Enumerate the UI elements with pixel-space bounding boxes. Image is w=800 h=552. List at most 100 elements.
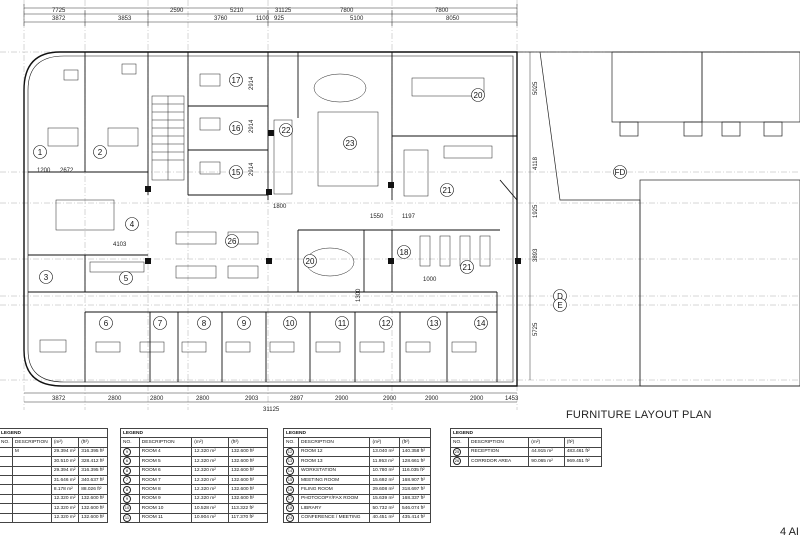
- room-number-label: 26: [228, 237, 237, 246]
- legend-cell: ROOM 6: [138, 465, 193, 476]
- legend-number-badge: 8: [123, 466, 131, 475]
- legend-cell: [0, 512, 13, 523]
- legend-cell: ROOM 9: [138, 493, 193, 505]
- structural-columns: [145, 130, 521, 264]
- legend-cell: 12.320 m²: [191, 474, 230, 486]
- legend-title-row: LEGEND: [450, 427, 602, 438]
- legend-header-cell: NO.: [283, 437, 299, 448]
- legend-cell: 546.074 ft²: [398, 503, 432, 514]
- legend-title-row: LEGEND: [120, 427, 268, 438]
- legend-title: LEGEND: [283, 427, 431, 438]
- dimension-label: 1300: [356, 288, 362, 302]
- legend-cell: 13.040 m²: [369, 446, 400, 458]
- room-number-label: 2: [98, 148, 103, 157]
- legend-cell: [0, 446, 13, 458]
- dimension-label: 31125: [275, 8, 292, 14]
- room-number-circle: [229, 73, 243, 87]
- room-number-label: 22: [282, 126, 291, 135]
- room-number-circle: [427, 316, 441, 330]
- dimension-label: 3872: [52, 396, 66, 402]
- legend-header-cell: DESCRIPTION: [138, 437, 193, 448]
- legend-cell: 113.322 ft²: [228, 503, 268, 514]
- exterior-walls: [23, 51, 518, 387]
- dimension-label: 1925: [533, 204, 539, 218]
- legend-header-cell: NO.: [120, 437, 140, 448]
- legend-cell: 7: [120, 474, 140, 486]
- legend-cell: 25: [449, 446, 470, 458]
- dimension-label: 1000: [423, 277, 437, 283]
- legend-cell: 9: [120, 446, 140, 458]
- legend-cell: 14: [283, 465, 299, 476]
- legend-cell: 6: [120, 456, 140, 467]
- legend-cell: 18: [283, 503, 299, 514]
- legend-number-badge: 25: [453, 447, 461, 456]
- legend-number-badge: 26: [453, 457, 461, 466]
- dimension-label: 3760: [214, 16, 228, 22]
- legend-number-badge: 18: [286, 504, 294, 513]
- room-number-circle: [343, 136, 357, 150]
- legend-header-row: NO.DESCRIPTION(m²)(ft²): [283, 437, 432, 448]
- legend-number-badge: 9: [123, 494, 131, 503]
- dimension-label: 1100: [256, 16, 270, 22]
- legend-cell: LIBRARY: [297, 503, 371, 514]
- room-number-label: 10: [286, 319, 295, 328]
- dimension-label: 2900: [335, 396, 349, 402]
- legend-title-row: LEGEND: [0, 427, 108, 438]
- room-number-label: 3: [44, 273, 49, 282]
- legend-cell: 29.394 m²: [50, 465, 80, 476]
- room-number-circle: [613, 165, 627, 179]
- dimension-label: 2897: [290, 396, 304, 402]
- dimension-label: 2900: [425, 396, 439, 402]
- room-number-circle: [229, 121, 243, 135]
- legend-cell: 316.395 ft²: [78, 446, 108, 458]
- legend-number-badge: 8: [123, 485, 131, 494]
- dimension-label: 7800: [435, 8, 449, 14]
- room-number-circle: [440, 183, 454, 197]
- room-number-circle: [237, 316, 251, 330]
- legend-number-badge: 17: [286, 494, 294, 503]
- legend-number-badge: 24: [286, 513, 294, 522]
- dimension-label: 31125: [263, 407, 280, 413]
- legend-cell: 11.953 m²: [369, 456, 400, 467]
- room-number-circle: [33, 145, 47, 159]
- legend-cell: 132.600 ft²: [78, 493, 108, 505]
- legend-cell: 13: [283, 456, 299, 467]
- legend-header-cell: (ft²): [228, 437, 268, 448]
- room-number-circle: [279, 123, 293, 137]
- legend-cell: 15.639 m²: [369, 493, 400, 505]
- legend-cell: 88.026 ft²: [78, 484, 108, 495]
- legend-cell: [0, 493, 13, 505]
- legend-cell: PHOTOCOPY/FAX ROOM: [297, 493, 371, 505]
- dimension-label: 2800: [196, 396, 210, 402]
- dimension-label: 2900: [383, 396, 397, 402]
- legend-cell: 8: [120, 465, 140, 476]
- room-number-circle: [474, 316, 488, 330]
- legend-cell: 8.178 m²: [50, 484, 80, 495]
- dimension-label: 2590: [170, 8, 184, 14]
- room-number-circle: [119, 271, 133, 285]
- legend-cell: 16: [283, 484, 299, 495]
- legend-cell: 29.608 m²: [369, 484, 400, 495]
- legend-title-row: LEGEND: [283, 427, 431, 438]
- room-number-label: 21: [463, 263, 472, 272]
- room-number-label: 21: [443, 186, 452, 195]
- legend-number-badge: 13: [286, 457, 294, 466]
- room-number-circle: [125, 217, 139, 231]
- legend-number-badge: 15: [286, 476, 294, 485]
- legend-cell: ROOM 7: [138, 474, 193, 486]
- dimension-label: 2800: [150, 396, 164, 402]
- dimension-label: 2903: [245, 396, 259, 402]
- legend-cell: 40.451 m²: [369, 512, 400, 523]
- legend-header-row: NO.DESCRIPTION(m²)(ft²): [120, 437, 268, 448]
- legend-number-badge: 10: [123, 504, 131, 513]
- floor-plan-drawing: 7725259052103112578007800387238533760110…: [0, 0, 800, 413]
- legend-cell: 12.320 m²: [191, 446, 230, 458]
